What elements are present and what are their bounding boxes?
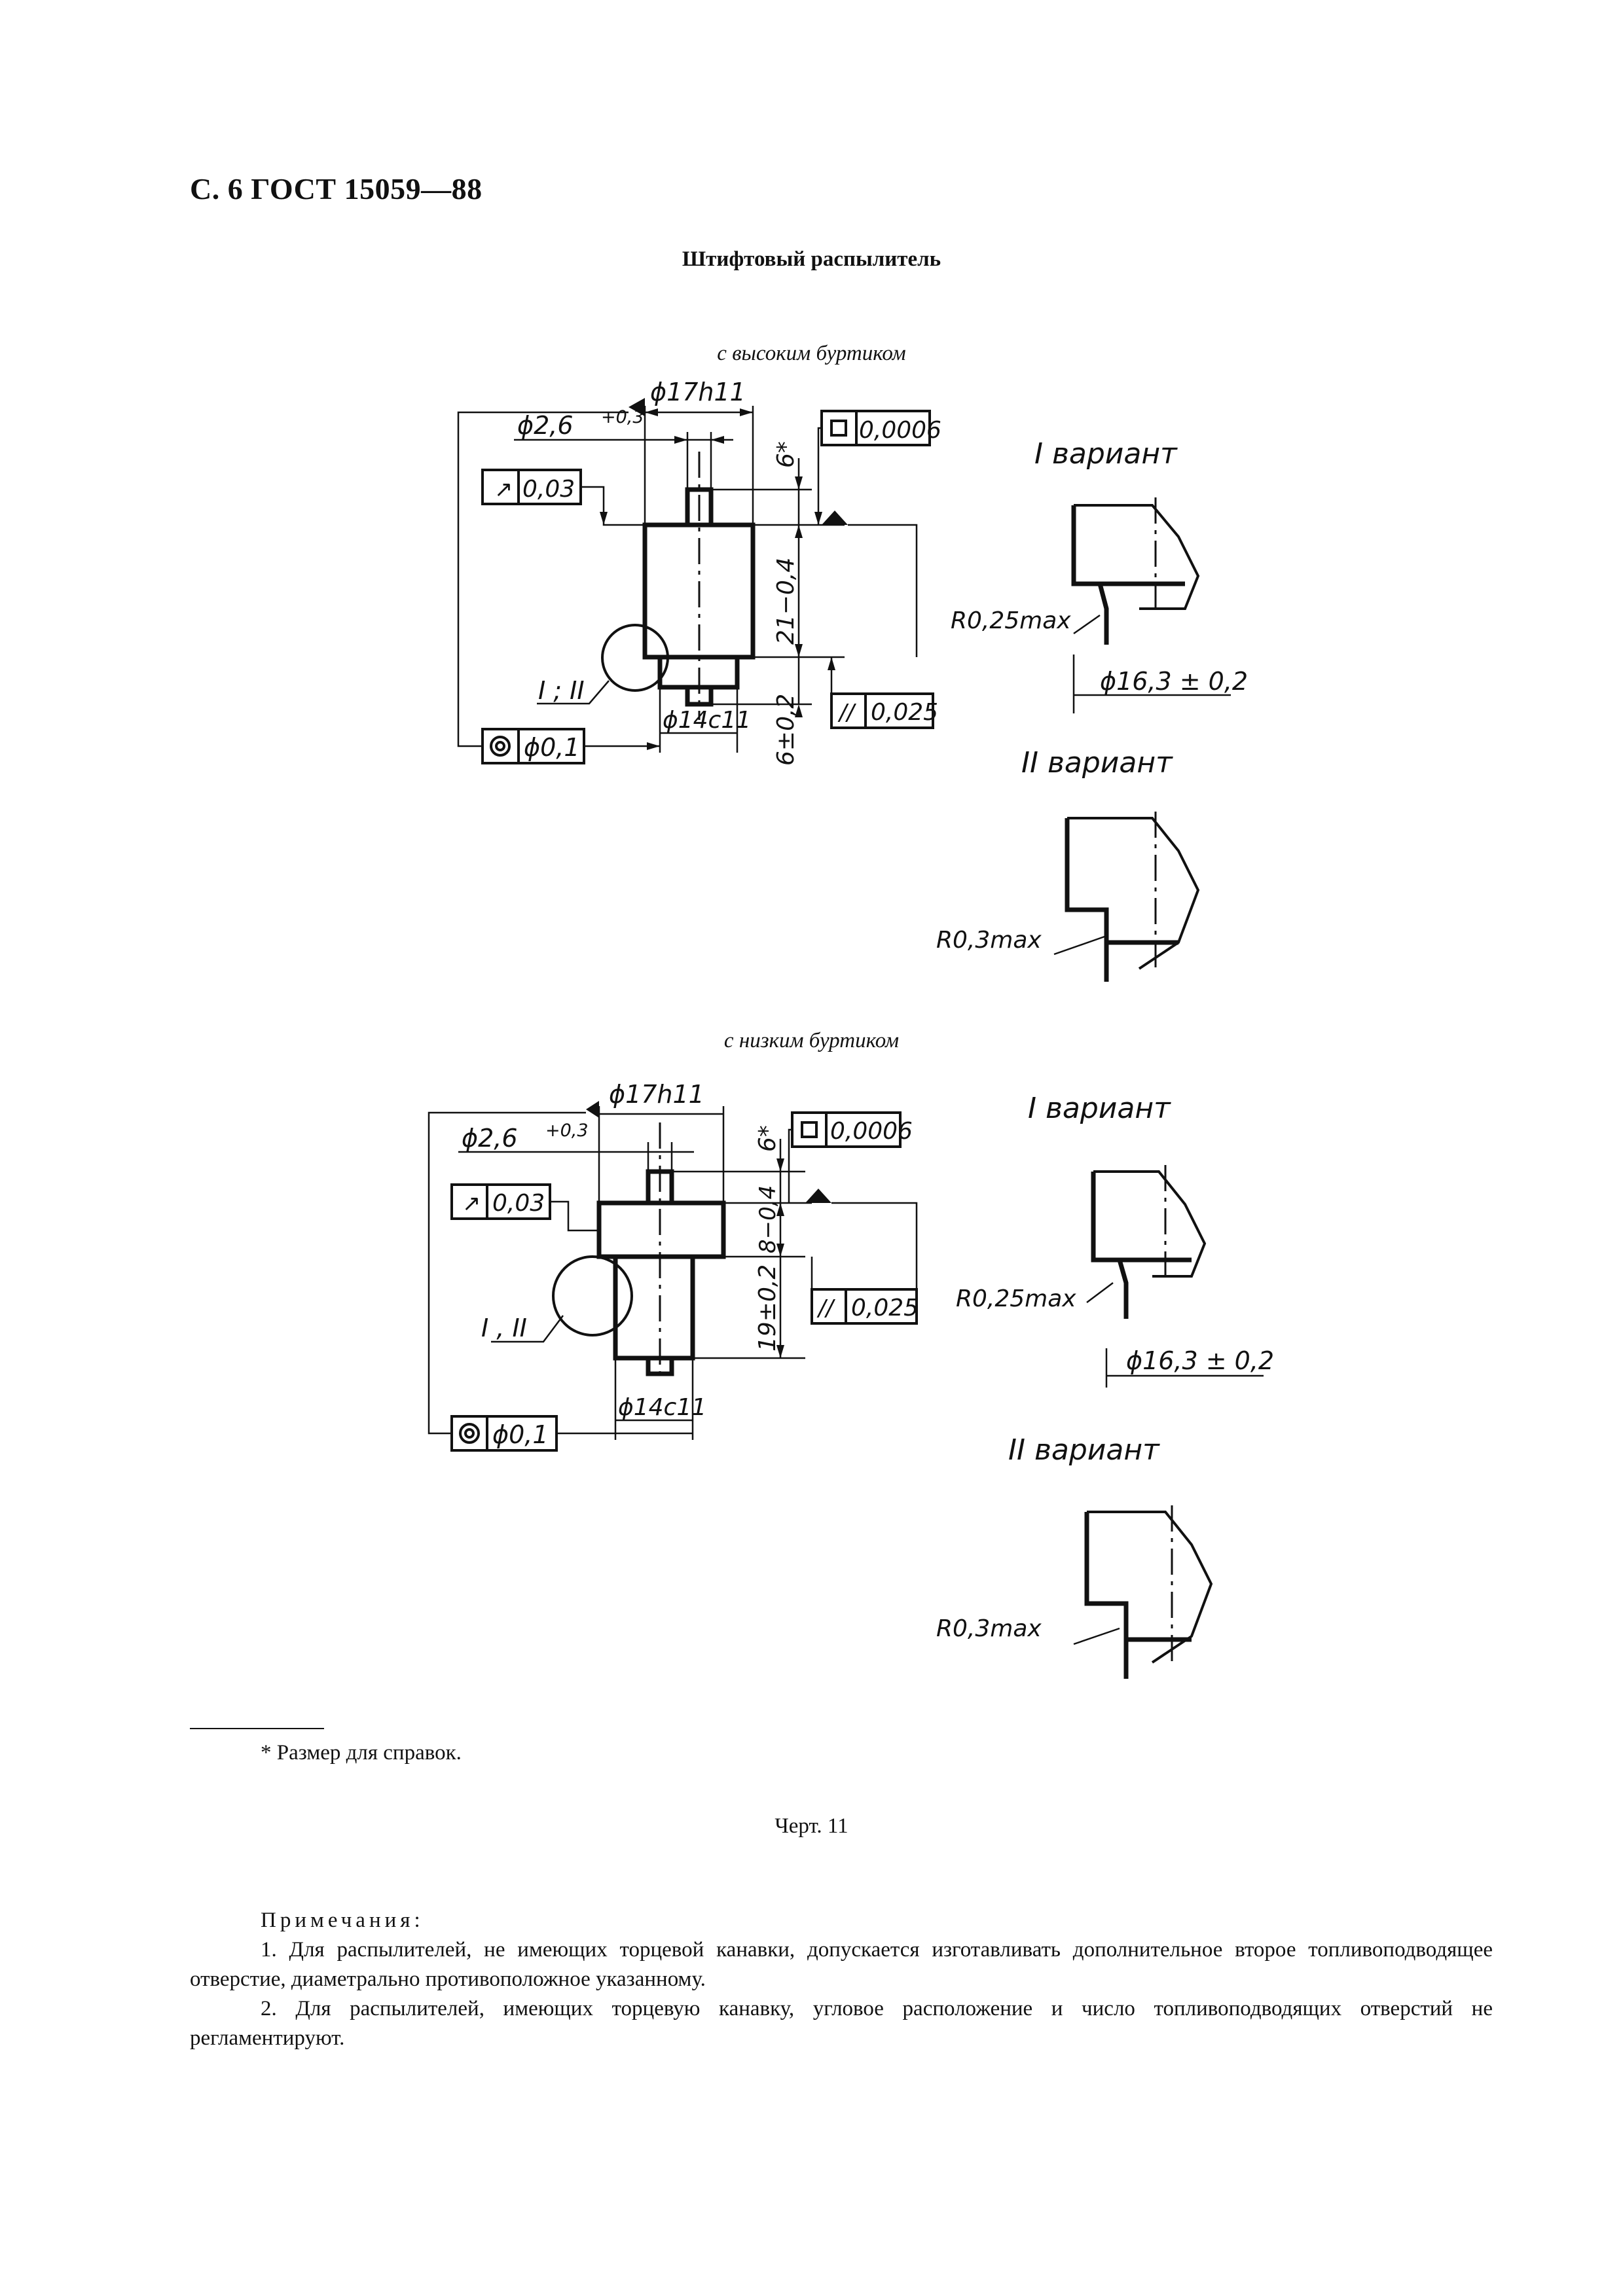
note-item: 1. Для распылителей, не имеющих торцевой… — [190, 1938, 1493, 1991]
dim-6tol-high: 6±0,2 — [773, 694, 799, 766]
r03-label-low: R0,3max — [936, 1615, 1042, 1642]
note-item: 2. Для распылителей, имеющих торцевую ка… — [190, 1997, 1493, 2050]
variant-details-high: I вариант R0,25max ϕ16,3 ± 0,2 II вариан… — [936, 437, 1248, 982]
section-caption-high-collar: с высоким буртиком — [717, 342, 906, 365]
notes-heading: Примечания: — [261, 1909, 424, 1932]
parallel-value-high: 0,025 — [871, 699, 938, 726]
variant-1-label-low: I вариант — [1028, 1092, 1171, 1125]
variant-2-label-high: II вариант — [1021, 746, 1173, 780]
runout-arrow-icon: ↗ — [462, 1191, 481, 1217]
runout-value-high: 0,03 — [522, 476, 575, 503]
dim-d17-high: ϕ17h11 — [650, 378, 746, 406]
dim-6-high: 6* — [773, 441, 799, 468]
parallel-value-low: 0,025 — [851, 1295, 919, 1321]
nozzle-high-collar: ϕ17h11 ϕ2,6 +0,3 0,0006 6* ↗ 0,03 21−0,4… — [457, 378, 941, 766]
page-header: С. 6 ГОСТ 15059—88 — [190, 172, 483, 206]
dim-d26-low: ϕ2,6 — [462, 1124, 518, 1153]
dim-21-high: 21−0,4 — [773, 558, 799, 645]
section-caption-low-collar: с низким буртиком — [723, 1029, 900, 1052]
r025-label-low: R0,25max — [956, 1285, 1076, 1312]
callout-i-ii-low: I , II — [481, 1314, 527, 1342]
dim-6-low: 6* — [754, 1125, 781, 1152]
dim-d17-low: ϕ17h11 — [609, 1080, 704, 1109]
footnote: * Размер для справок. — [261, 1741, 462, 1765]
dim-19-low: 19±0,2 — [754, 1265, 781, 1352]
r025-label-high: R0,25max — [951, 607, 1071, 634]
variant-2-label-low: II вариант — [1008, 1433, 1160, 1467]
footnote-divider — [190, 1728, 324, 1729]
figure-caption: Черт. 11 — [775, 1814, 848, 1838]
runout-arrow-icon: ↗ — [494, 476, 513, 503]
variant-details-low: I вариант R0,25max ϕ16,3 ± 0,2 II вариан… — [936, 1092, 1274, 1679]
callout-i-ii-high: I ; II — [538, 676, 585, 705]
flatness-value-high: 0,0006 — [859, 417, 941, 444]
notes-block: Примечания: 1. Для распылителей, не имею… — [190, 1906, 1493, 2053]
d163-label-high: ϕ16,3 ± 0,2 — [1100, 667, 1248, 696]
dim-d26-tol-low: +0,3 — [545, 1121, 589, 1141]
d163-label-low: ϕ16,3 ± 0,2 — [1126, 1346, 1274, 1375]
dim-d26-tol-high: +0,3 — [601, 407, 644, 427]
dim-8-low: 8−0,4 — [755, 1185, 781, 1253]
coax-value-low: ϕ0,1 — [492, 1420, 549, 1449]
nozzle-low-collar: ϕ17h11 ϕ2,6 +0,3 0,0006 6* ↗ 0,03 8−0,4 … — [428, 1080, 919, 1452]
dim-d14-high: ϕ14c11 — [663, 707, 751, 734]
dim-d26-high: ϕ2,6 — [517, 411, 574, 440]
variant-1-label-high: I вариант — [1034, 437, 1178, 471]
drawing-title: Штифтовый распылитель — [682, 247, 941, 271]
parallel-icon: // — [837, 700, 856, 726]
runout-value-low: 0,03 — [492, 1190, 545, 1217]
dim-d14-low: ϕ14c11 — [618, 1394, 706, 1421]
parallel-icon: // — [816, 1295, 835, 1321]
flatness-value-low: 0,0006 — [830, 1118, 913, 1145]
r03-label-high: R0,3max — [936, 927, 1042, 954]
coax-value-high: ϕ0,1 — [524, 733, 580, 762]
